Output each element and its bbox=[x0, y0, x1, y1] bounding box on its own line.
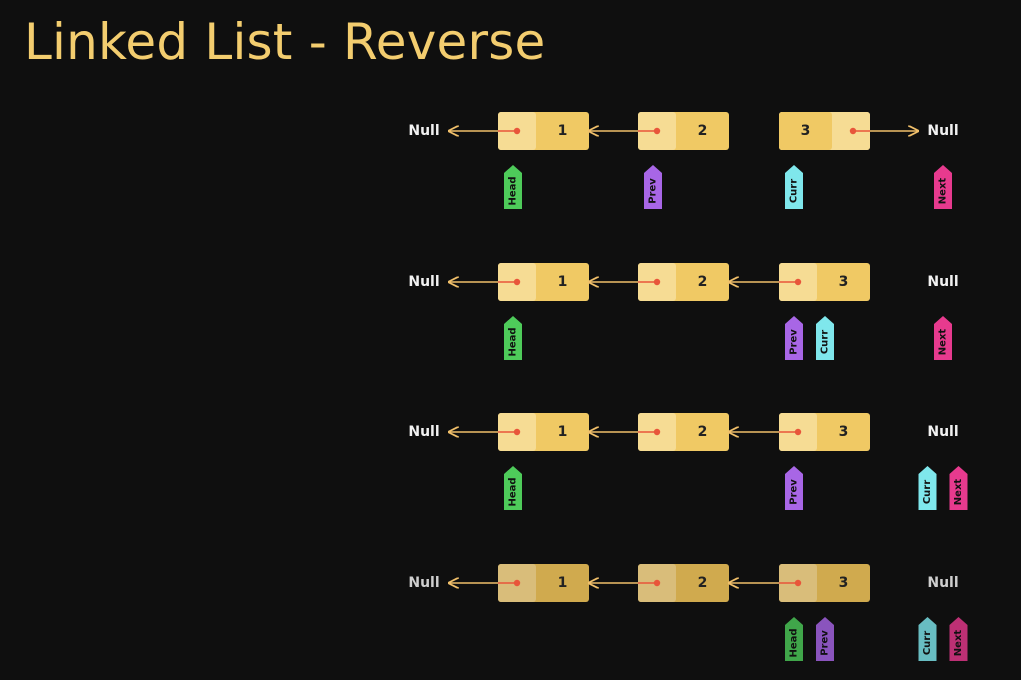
node-2: 2 bbox=[589, 263, 729, 301]
head-pointer-tag-shape bbox=[504, 466, 522, 510]
node-2: 2 bbox=[589, 564, 729, 602]
null-left-label: Null bbox=[408, 575, 439, 591]
curr-pointer-tag: Curr bbox=[816, 316, 834, 360]
node-1: 1 bbox=[449, 112, 589, 150]
prev-pointer-tag-label: Prev bbox=[789, 329, 800, 355]
curr-pointer-tag-label: Curr bbox=[820, 330, 831, 354]
null-left-label: Null bbox=[408, 424, 439, 440]
prev-pointer-tag: Prev bbox=[644, 165, 662, 209]
head-pointer-tag: Head bbox=[504, 165, 522, 209]
curr-pointer-tag: Curr bbox=[918, 617, 937, 661]
curr-pointer-tag-shape bbox=[785, 165, 803, 209]
pointer-dot bbox=[653, 428, 661, 436]
node-1: 1 bbox=[449, 564, 589, 602]
null-right-label: Null bbox=[927, 424, 958, 440]
pointer-dot bbox=[794, 278, 802, 286]
head-pointer-tag-shape bbox=[504, 316, 522, 360]
null-left-label: Null bbox=[408, 123, 439, 139]
page-title: Linked List - Reverse bbox=[24, 13, 546, 71]
node-3: 3 bbox=[779, 112, 918, 150]
node-value: 3 bbox=[839, 274, 849, 290]
prev-pointer-tag-shape bbox=[785, 466, 803, 510]
head-pointer-tag: Head bbox=[785, 617, 803, 661]
pointer-dot bbox=[794, 579, 802, 587]
head-pointer-tag: Head bbox=[504, 466, 522, 510]
node-3: 3 bbox=[729, 564, 870, 602]
curr-pointer-tag: Curr bbox=[918, 466, 937, 510]
node-value: 1 bbox=[558, 123, 568, 139]
node-value-cell bbox=[779, 112, 832, 150]
node-value: 1 bbox=[558, 575, 568, 591]
pointer-dot bbox=[513, 127, 521, 135]
prev-pointer-tag-label: Prev bbox=[789, 479, 800, 505]
prev-pointer-tag: Prev bbox=[785, 316, 803, 360]
null-right-label: Null bbox=[927, 123, 958, 139]
prev-pointer-tag: Prev bbox=[816, 617, 834, 661]
pointer-dot bbox=[653, 579, 661, 587]
curr-pointer-tag-label: Curr bbox=[922, 480, 933, 504]
next-pointer-tag-shape bbox=[949, 466, 968, 510]
pointer-dot bbox=[653, 278, 661, 286]
node-3: 3 bbox=[729, 413, 870, 451]
node-2: 2 bbox=[589, 112, 729, 150]
pointer-dot bbox=[513, 278, 521, 286]
node-value: 3 bbox=[839, 575, 849, 591]
prev-pointer-tag: Prev bbox=[785, 466, 803, 510]
pointer-dot bbox=[794, 428, 802, 436]
pointer-dot bbox=[849, 127, 857, 135]
node-2: 2 bbox=[589, 413, 729, 451]
prev-pointer-tag-shape bbox=[644, 165, 662, 209]
pointer-dot bbox=[513, 428, 521, 436]
curr-pointer-tag-shape bbox=[918, 466, 937, 510]
prev-pointer-tag-label: Prev bbox=[648, 178, 659, 204]
null-right-label: Null bbox=[927, 274, 958, 290]
next-pointer-tag-label: Next bbox=[953, 479, 964, 506]
next-pointer-tag: Next bbox=[949, 617, 968, 661]
curr-pointer-tag-label: Curr bbox=[922, 631, 933, 655]
next-pointer-tag: Next bbox=[949, 466, 968, 510]
head-pointer-tag-shape bbox=[785, 617, 803, 661]
node-value: 1 bbox=[558, 274, 568, 290]
head-pointer-tag-shape bbox=[504, 165, 522, 209]
prev-pointer-tag-label: Prev bbox=[820, 630, 831, 656]
next-pointer-tag-shape bbox=[949, 617, 968, 661]
next-pointer-tag-shape bbox=[934, 165, 952, 209]
next-pointer-tag: Next bbox=[934, 165, 952, 209]
node-value: 2 bbox=[698, 274, 708, 290]
curr-pointer-tag-label: Curr bbox=[789, 179, 800, 203]
null-left-label: Null bbox=[408, 274, 439, 290]
prev-pointer-tag-shape bbox=[785, 316, 803, 360]
curr-pointer-tag-shape bbox=[816, 316, 834, 360]
node-1: 1 bbox=[449, 263, 589, 301]
node-value: 2 bbox=[698, 575, 708, 591]
node-3: 3 bbox=[729, 263, 870, 301]
node-value: 3 bbox=[801, 123, 811, 139]
pointer-dot bbox=[513, 579, 521, 587]
head-pointer-tag-label: Head bbox=[789, 628, 800, 657]
prev-pointer-tag-shape bbox=[816, 617, 834, 661]
null-right-label: Null bbox=[927, 575, 958, 591]
node-value: 3 bbox=[839, 424, 849, 440]
head-pointer-tag-label: Head bbox=[508, 477, 519, 506]
curr-pointer-tag: Curr bbox=[785, 165, 803, 209]
node-value: 2 bbox=[698, 123, 708, 139]
next-pointer-tag-label: Next bbox=[938, 329, 949, 356]
curr-pointer-tag-shape bbox=[918, 617, 937, 661]
node-value: 1 bbox=[558, 424, 568, 440]
next-pointer-tag-label: Next bbox=[953, 630, 964, 657]
head-pointer-tag: Head bbox=[504, 316, 522, 360]
head-pointer-tag-label: Head bbox=[508, 327, 519, 356]
next-pointer-tag-label: Next bbox=[938, 178, 949, 205]
next-pointer-tag-shape bbox=[934, 316, 952, 360]
node-1: 1 bbox=[449, 413, 589, 451]
pointer-dot bbox=[653, 127, 661, 135]
node-value: 2 bbox=[698, 424, 708, 440]
next-pointer-tag: Next bbox=[934, 316, 952, 360]
head-pointer-tag-label: Head bbox=[508, 176, 519, 205]
